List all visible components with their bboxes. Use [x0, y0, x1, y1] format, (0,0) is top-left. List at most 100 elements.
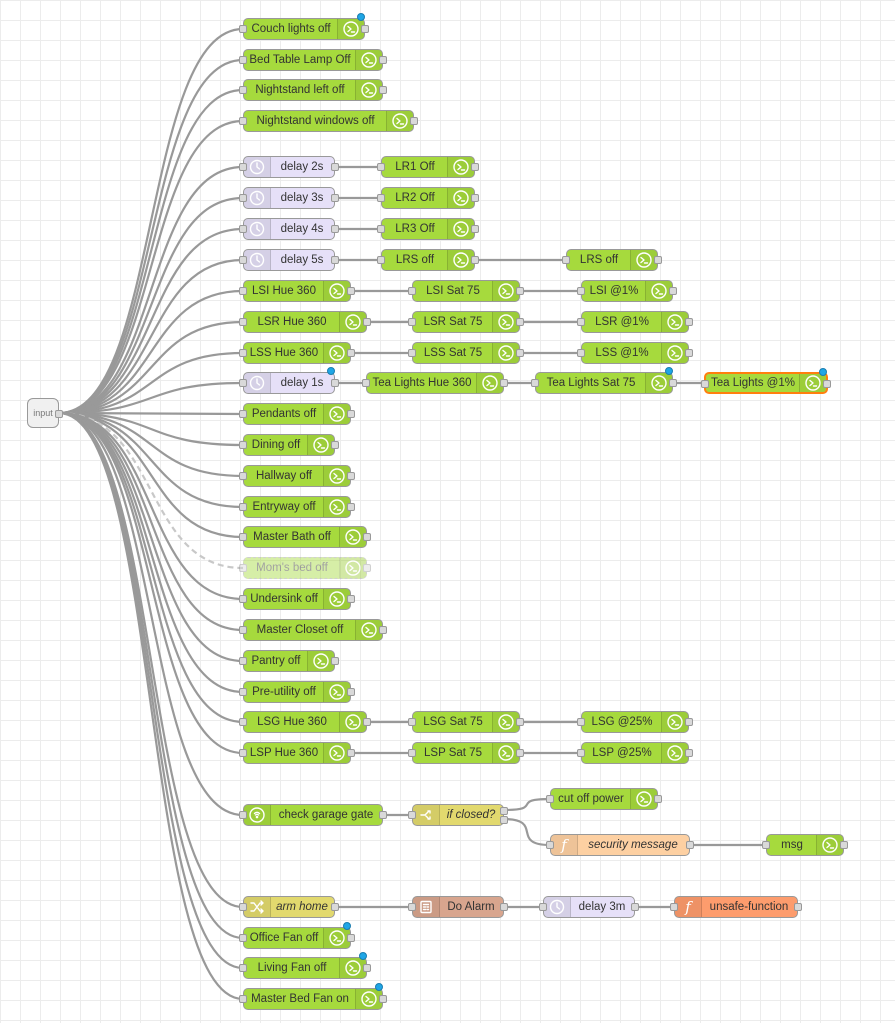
input-port[interactable] [239, 256, 247, 264]
node-msg[interactable]: msg [762, 834, 848, 856]
node-dining[interactable]: Dining off [239, 434, 339, 456]
input-port[interactable] [239, 718, 247, 726]
input-port[interactable] [239, 688, 247, 696]
input-port[interactable] [239, 287, 247, 295]
node-cutoff[interactable]: cut off power [546, 788, 662, 810]
output-port[interactable] [516, 287, 524, 295]
node-input[interactable]: input [27, 398, 63, 428]
node-delay3m[interactable]: delay 3m [539, 896, 639, 918]
output-port[interactable] [363, 964, 371, 972]
output-port[interactable] [471, 225, 479, 233]
output-port[interactable] [840, 841, 848, 849]
node-moms[interactable]: Mom's bed off [239, 557, 371, 579]
node-lr1[interactable]: LR1 Off [377, 156, 479, 178]
node-delay5[interactable]: delay 5s [239, 249, 339, 271]
output-port[interactable] [55, 410, 63, 418]
input-port[interactable] [577, 287, 585, 295]
input-port[interactable] [239, 564, 247, 572]
node-lss1[interactable]: LSS @1% [577, 342, 693, 364]
input-port[interactable] [239, 194, 247, 202]
input-port[interactable] [239, 441, 247, 449]
input-port[interactable] [762, 841, 770, 849]
node-teas[interactable]: Tea Lights Sat 75 [531, 367, 677, 394]
input-port[interactable] [577, 749, 585, 757]
output-port[interactable] [516, 318, 524, 326]
output-port[interactable] [363, 533, 371, 541]
input-port[interactable] [701, 380, 709, 388]
node-lr3[interactable]: LR3 Off [377, 218, 479, 240]
node-officefan[interactable]: Office Fan off [239, 922, 355, 949]
output-port[interactable] [347, 503, 355, 511]
input-port[interactable] [362, 379, 370, 387]
output-port[interactable] [669, 379, 677, 387]
input-port[interactable] [239, 964, 247, 972]
node-mastercloset[interactable]: Master Closet off [239, 619, 387, 641]
output-port[interactable] [516, 718, 524, 726]
input-port[interactable] [239, 533, 247, 541]
output-port[interactable] [363, 718, 371, 726]
input-port[interactable] [239, 225, 247, 233]
output-port[interactable] [379, 995, 387, 1003]
output-port[interactable] [669, 287, 677, 295]
output-port[interactable] [331, 163, 339, 171]
input-port[interactable] [239, 934, 247, 942]
node-lsps[interactable]: LSP Sat 75 [408, 742, 524, 764]
node-teah[interactable]: Tea Lights Hue 360 [362, 372, 508, 394]
output-port[interactable] [363, 564, 371, 572]
output-port[interactable] [379, 56, 387, 64]
node-nightleft[interactable]: Nightstand left off [239, 79, 387, 101]
output-port[interactable] [685, 318, 693, 326]
input-port[interactable] [239, 995, 247, 1003]
node-hallway[interactable]: Hallway off [239, 465, 355, 487]
node-garage[interactable]: check garage gate [239, 804, 387, 826]
node-lsis[interactable]: LSI Sat 75 [408, 280, 524, 302]
input-port[interactable] [577, 318, 585, 326]
node-pantry[interactable]: Pantry off [239, 650, 339, 672]
input-port[interactable] [239, 472, 247, 480]
input-port[interactable] [562, 256, 570, 264]
output-port[interactable] [654, 256, 662, 264]
output-port[interactable] [471, 256, 479, 264]
output-port[interactable] [823, 380, 831, 388]
output-port[interactable] [516, 749, 524, 757]
output-port[interactable] [331, 441, 339, 449]
node-tea1[interactable]: Tea Lights @1% [701, 368, 831, 394]
input-port[interactable] [408, 718, 416, 726]
output-port[interactable] [500, 807, 508, 815]
input-port[interactable] [408, 903, 416, 911]
output-port[interactable] [331, 379, 339, 387]
input-port[interactable] [408, 318, 416, 326]
node-delay2[interactable]: delay 2s [239, 156, 339, 178]
node-pendants[interactable]: Pendants off [239, 403, 355, 425]
output-port[interactable] [685, 749, 693, 757]
node-doalarm[interactable]: Do Alarm [408, 896, 508, 918]
input-port[interactable] [546, 795, 554, 803]
input-port[interactable] [239, 595, 247, 603]
output-port[interactable] [654, 795, 662, 803]
output-port[interactable] [347, 595, 355, 603]
output-port[interactable] [347, 349, 355, 357]
node-lsss[interactable]: LSS Sat 75 [408, 342, 524, 364]
input-port[interactable] [377, 225, 385, 233]
output-port[interactable] [500, 816, 508, 824]
input-port[interactable] [239, 626, 247, 634]
node-nightwin[interactable]: Nightstand windows off [239, 110, 418, 132]
input-port[interactable] [377, 163, 385, 171]
input-port[interactable] [239, 349, 247, 357]
output-port[interactable] [516, 349, 524, 357]
node-bedtable[interactable]: Bed Table Lamp Off [239, 49, 387, 71]
input-port[interactable] [408, 811, 416, 819]
node-lssh[interactable]: LSS Hue 360 [239, 342, 355, 364]
output-port[interactable] [331, 256, 339, 264]
output-port[interactable] [410, 117, 418, 125]
node-preutil[interactable]: Pre-utility off [239, 681, 355, 703]
input-port[interactable] [670, 903, 678, 911]
node-armhome[interactable]: arm home [239, 896, 339, 918]
input-port[interactable] [239, 657, 247, 665]
input-port[interactable] [239, 56, 247, 64]
input-port[interactable] [408, 349, 416, 357]
output-port[interactable] [331, 194, 339, 202]
node-lsp25[interactable]: LSP @25% [577, 742, 693, 764]
input-port[interactable] [239, 318, 247, 326]
input-port[interactable] [539, 903, 547, 911]
